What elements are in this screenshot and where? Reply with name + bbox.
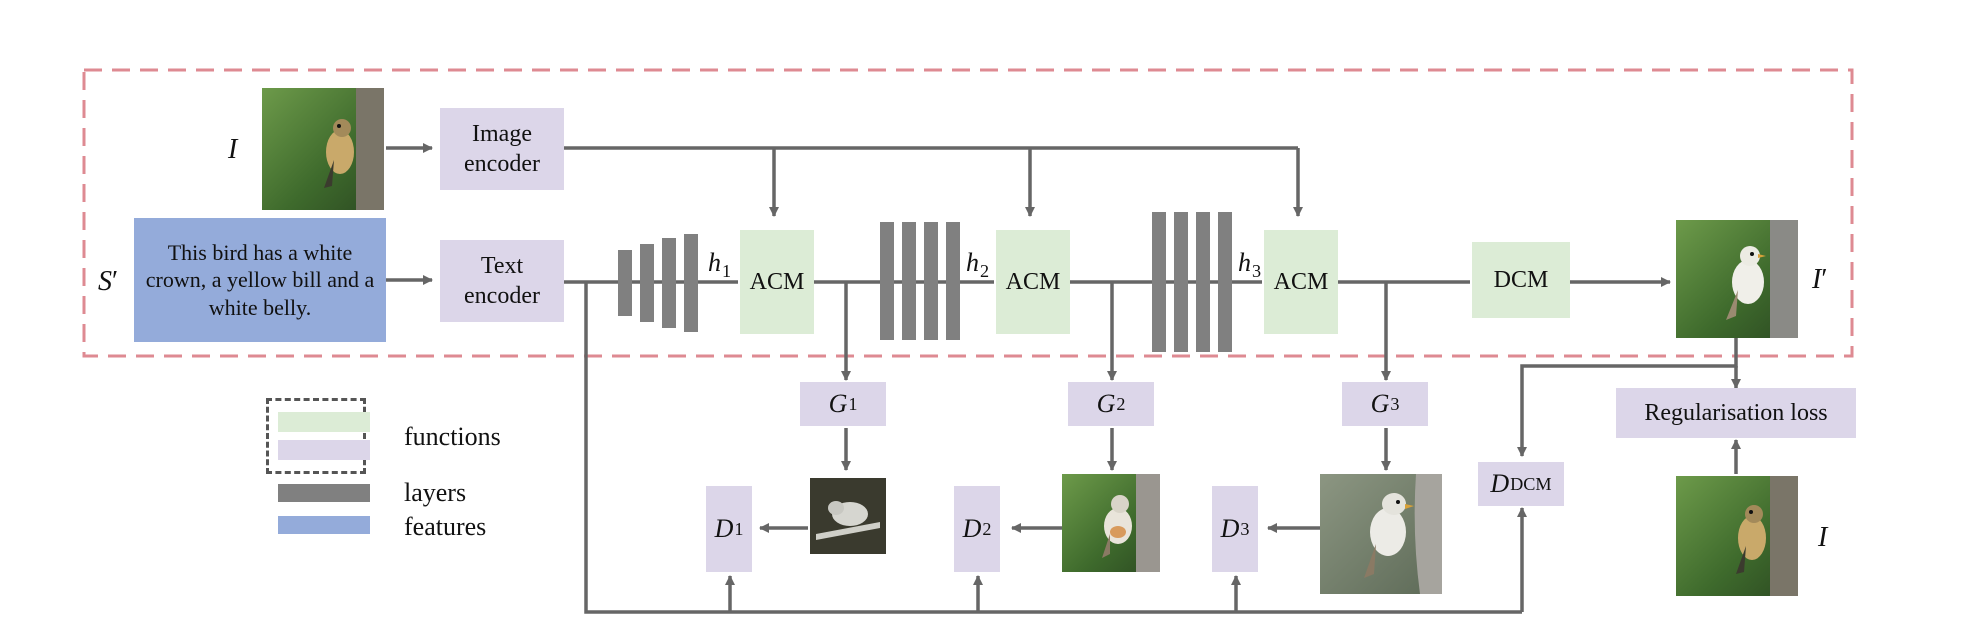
hidden-state-h1: h1 xyxy=(708,248,732,282)
input-bird-image xyxy=(262,88,384,210)
regularisation-loss-box: Regularisation loss xyxy=(1616,388,1856,438)
legend-features-swatch xyxy=(278,516,370,534)
layer-bar xyxy=(640,244,654,322)
legend-layers-swatch xyxy=(278,484,370,502)
legend-features-label: features xyxy=(404,512,487,541)
text-encoder-box: Text encoder xyxy=(440,240,564,322)
layer-bar xyxy=(1174,212,1188,352)
reference-image-symbol: I xyxy=(1818,522,1828,553)
dashed-region-border xyxy=(82,68,1854,358)
layer-bar xyxy=(1218,212,1232,352)
layer-bar xyxy=(880,222,894,340)
dcm-box: DCM xyxy=(1472,242,1570,318)
legend-functions-label: functions xyxy=(404,422,501,451)
layer-bar xyxy=(902,222,916,340)
generated-bird-image-2 xyxy=(1062,474,1160,572)
legend-purple-swatch xyxy=(278,440,370,460)
layer-bar xyxy=(1196,212,1210,352)
hidden-state-h3: h3 xyxy=(1238,248,1262,282)
layer-bar xyxy=(946,222,960,340)
acm-box-3: ACM xyxy=(1264,230,1338,334)
legend-functions-frame xyxy=(266,398,366,474)
legend-layers-label: layers xyxy=(404,478,467,507)
text-feature-bus xyxy=(584,282,1522,614)
generated-bird-image-1 xyxy=(810,478,886,554)
acm-box-2: ACM xyxy=(996,230,1070,334)
generated-bird-image-3 xyxy=(1320,474,1442,594)
sentence-symbol: S′ xyxy=(98,266,119,297)
hidden-state-h2: h2 xyxy=(966,248,990,282)
output-bird-image xyxy=(1676,220,1798,338)
layer-bar xyxy=(684,234,698,332)
image-encoder-box: Image encoder xyxy=(440,108,564,190)
sentence-text-box: This bird has a white crown, a yellow bi… xyxy=(134,218,386,342)
input-image-symbol: I xyxy=(228,134,238,165)
reference-bird-image xyxy=(1676,476,1798,596)
layer-bar xyxy=(662,238,676,328)
layer-bar xyxy=(924,222,938,340)
acm-box-1: ACM xyxy=(740,230,814,334)
legend-green-swatch xyxy=(278,412,370,432)
output-to-ddcm xyxy=(1517,338,1738,457)
output-symbol: I′ xyxy=(1812,264,1828,295)
layer-bar xyxy=(1152,212,1166,352)
layer-bar xyxy=(618,250,632,316)
